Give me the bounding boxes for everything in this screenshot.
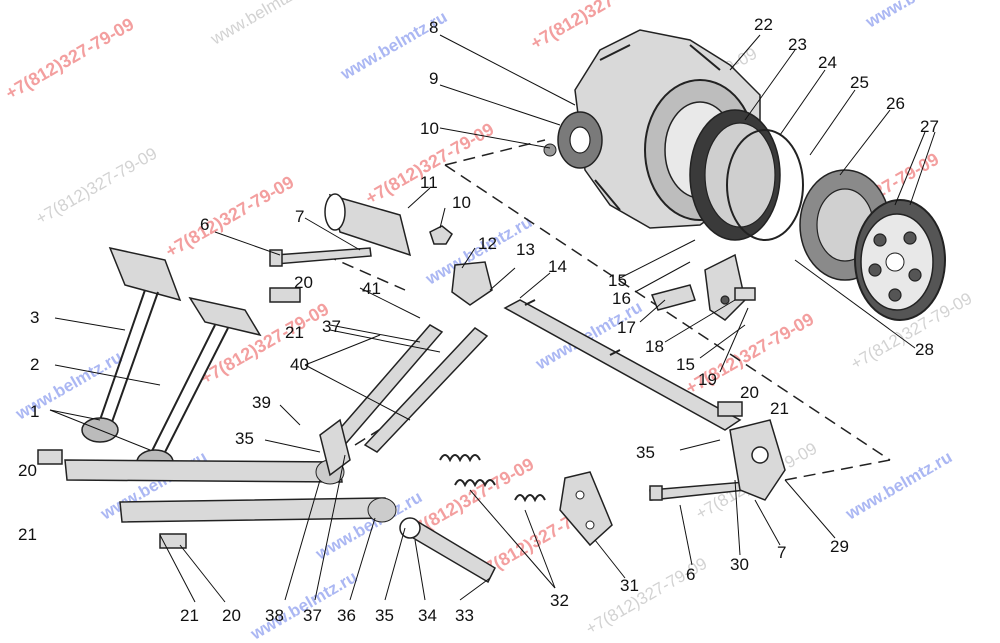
linkage-rods <box>319 324 489 477</box>
plate-31 <box>559 471 613 547</box>
watermark-site: www.belmtz.ru <box>842 447 956 524</box>
callout-39: 39 <box>252 393 271 412</box>
callout-21: 21 <box>180 606 199 625</box>
bracket-right <box>729 419 786 501</box>
callout-2: 2 <box>30 355 39 374</box>
callout-labels: 8 9 10 11 10 12 13 14 22 23 24 25 26 27 … <box>18 15 939 625</box>
bolt-20 <box>37 287 743 549</box>
callout-21: 21 <box>285 323 304 342</box>
nut <box>429 225 453 245</box>
callout-37: 37 <box>322 317 341 336</box>
leader-lines <box>49 34 936 603</box>
bolt-6-upper <box>269 247 372 267</box>
callout-34: 34 <box>418 606 437 625</box>
callout-7: 7 <box>295 207 304 226</box>
callout-35: 35 <box>636 443 655 462</box>
callout-11: 11 <box>420 173 438 192</box>
springs <box>439 454 546 503</box>
callout-29: 29 <box>830 537 849 556</box>
bolt-18 <box>734 287 756 301</box>
callout-6: 6 <box>686 565 695 584</box>
callout-21: 21 <box>770 399 789 418</box>
callout-8: 8 <box>429 18 438 37</box>
callout-16: 16 <box>612 289 631 308</box>
bracket-plate <box>704 253 746 321</box>
callout-23: 23 <box>788 35 807 54</box>
callout-10: 10 <box>420 119 439 138</box>
callout-17: 17 <box>617 318 636 337</box>
cross-shaft-lower <box>119 497 397 523</box>
pedal-upper <box>81 246 182 443</box>
watermark-site: www.belmtz.ru <box>862 0 976 32</box>
flywheel-disc <box>854 199 946 321</box>
lever-12 <box>451 261 493 306</box>
callout-26: 26 <box>886 94 905 113</box>
callout-6: 6 <box>200 215 209 234</box>
callout-40: 40 <box>290 355 309 374</box>
callout-35: 35 <box>375 606 394 625</box>
callout-22: 22 <box>754 15 773 34</box>
watermark-site: www.belmtz.ru <box>12 347 126 424</box>
callout-37: 37 <box>303 606 322 625</box>
callout-20: 20 <box>740 383 759 402</box>
long-shaft <box>503 299 742 431</box>
callout-24: 24 <box>818 53 837 72</box>
shaft-33 <box>399 517 496 584</box>
callout-19: 19 <box>698 370 717 389</box>
callout-9: 9 <box>429 69 438 88</box>
callout-12: 12 <box>478 234 497 253</box>
callout-1: 1 <box>30 402 39 421</box>
callout-15: 15 <box>676 355 695 374</box>
callout-41: 41 <box>362 279 381 298</box>
callout-30: 30 <box>730 555 749 574</box>
callout-31: 31 <box>620 576 639 595</box>
callout-33: 33 <box>455 606 474 625</box>
callout-13: 13 <box>516 240 535 259</box>
watermark-phone: +7(812)327-79-09 <box>33 144 161 229</box>
callout-20: 20 <box>18 461 37 480</box>
callout-36: 36 <box>337 606 356 625</box>
release-bearing <box>543 111 603 169</box>
shaft-sleeve <box>324 193 412 257</box>
callout-25: 25 <box>850 73 869 92</box>
callout-14: 14 <box>548 257 567 276</box>
callout-32: 32 <box>550 591 569 610</box>
callout-21: 21 <box>18 525 37 544</box>
callout-18: 18 <box>645 337 664 356</box>
callout-15: 15 <box>608 271 627 290</box>
watermark-phone: +7(812)327-79-09 <box>2 14 137 104</box>
callout-10: 10 <box>452 193 471 212</box>
callout-38: 38 <box>265 606 284 625</box>
parts-layer <box>37 29 946 584</box>
callout-7: 7 <box>777 543 786 562</box>
watermark-phone: +7(812)327-79-09 <box>162 172 297 262</box>
friction-disc <box>689 109 804 241</box>
callout-28: 28 <box>915 340 934 359</box>
callout-3: 3 <box>30 308 39 327</box>
callout-20: 20 <box>294 273 313 292</box>
callout-35: 35 <box>235 429 254 448</box>
cross-shaft-upper <box>64 459 345 485</box>
watermark-site: www.belmtz.ru <box>207 0 313 49</box>
callout-20: 20 <box>222 606 241 625</box>
bolt-17 <box>650 284 696 311</box>
callout-27: 27 <box>920 117 939 136</box>
